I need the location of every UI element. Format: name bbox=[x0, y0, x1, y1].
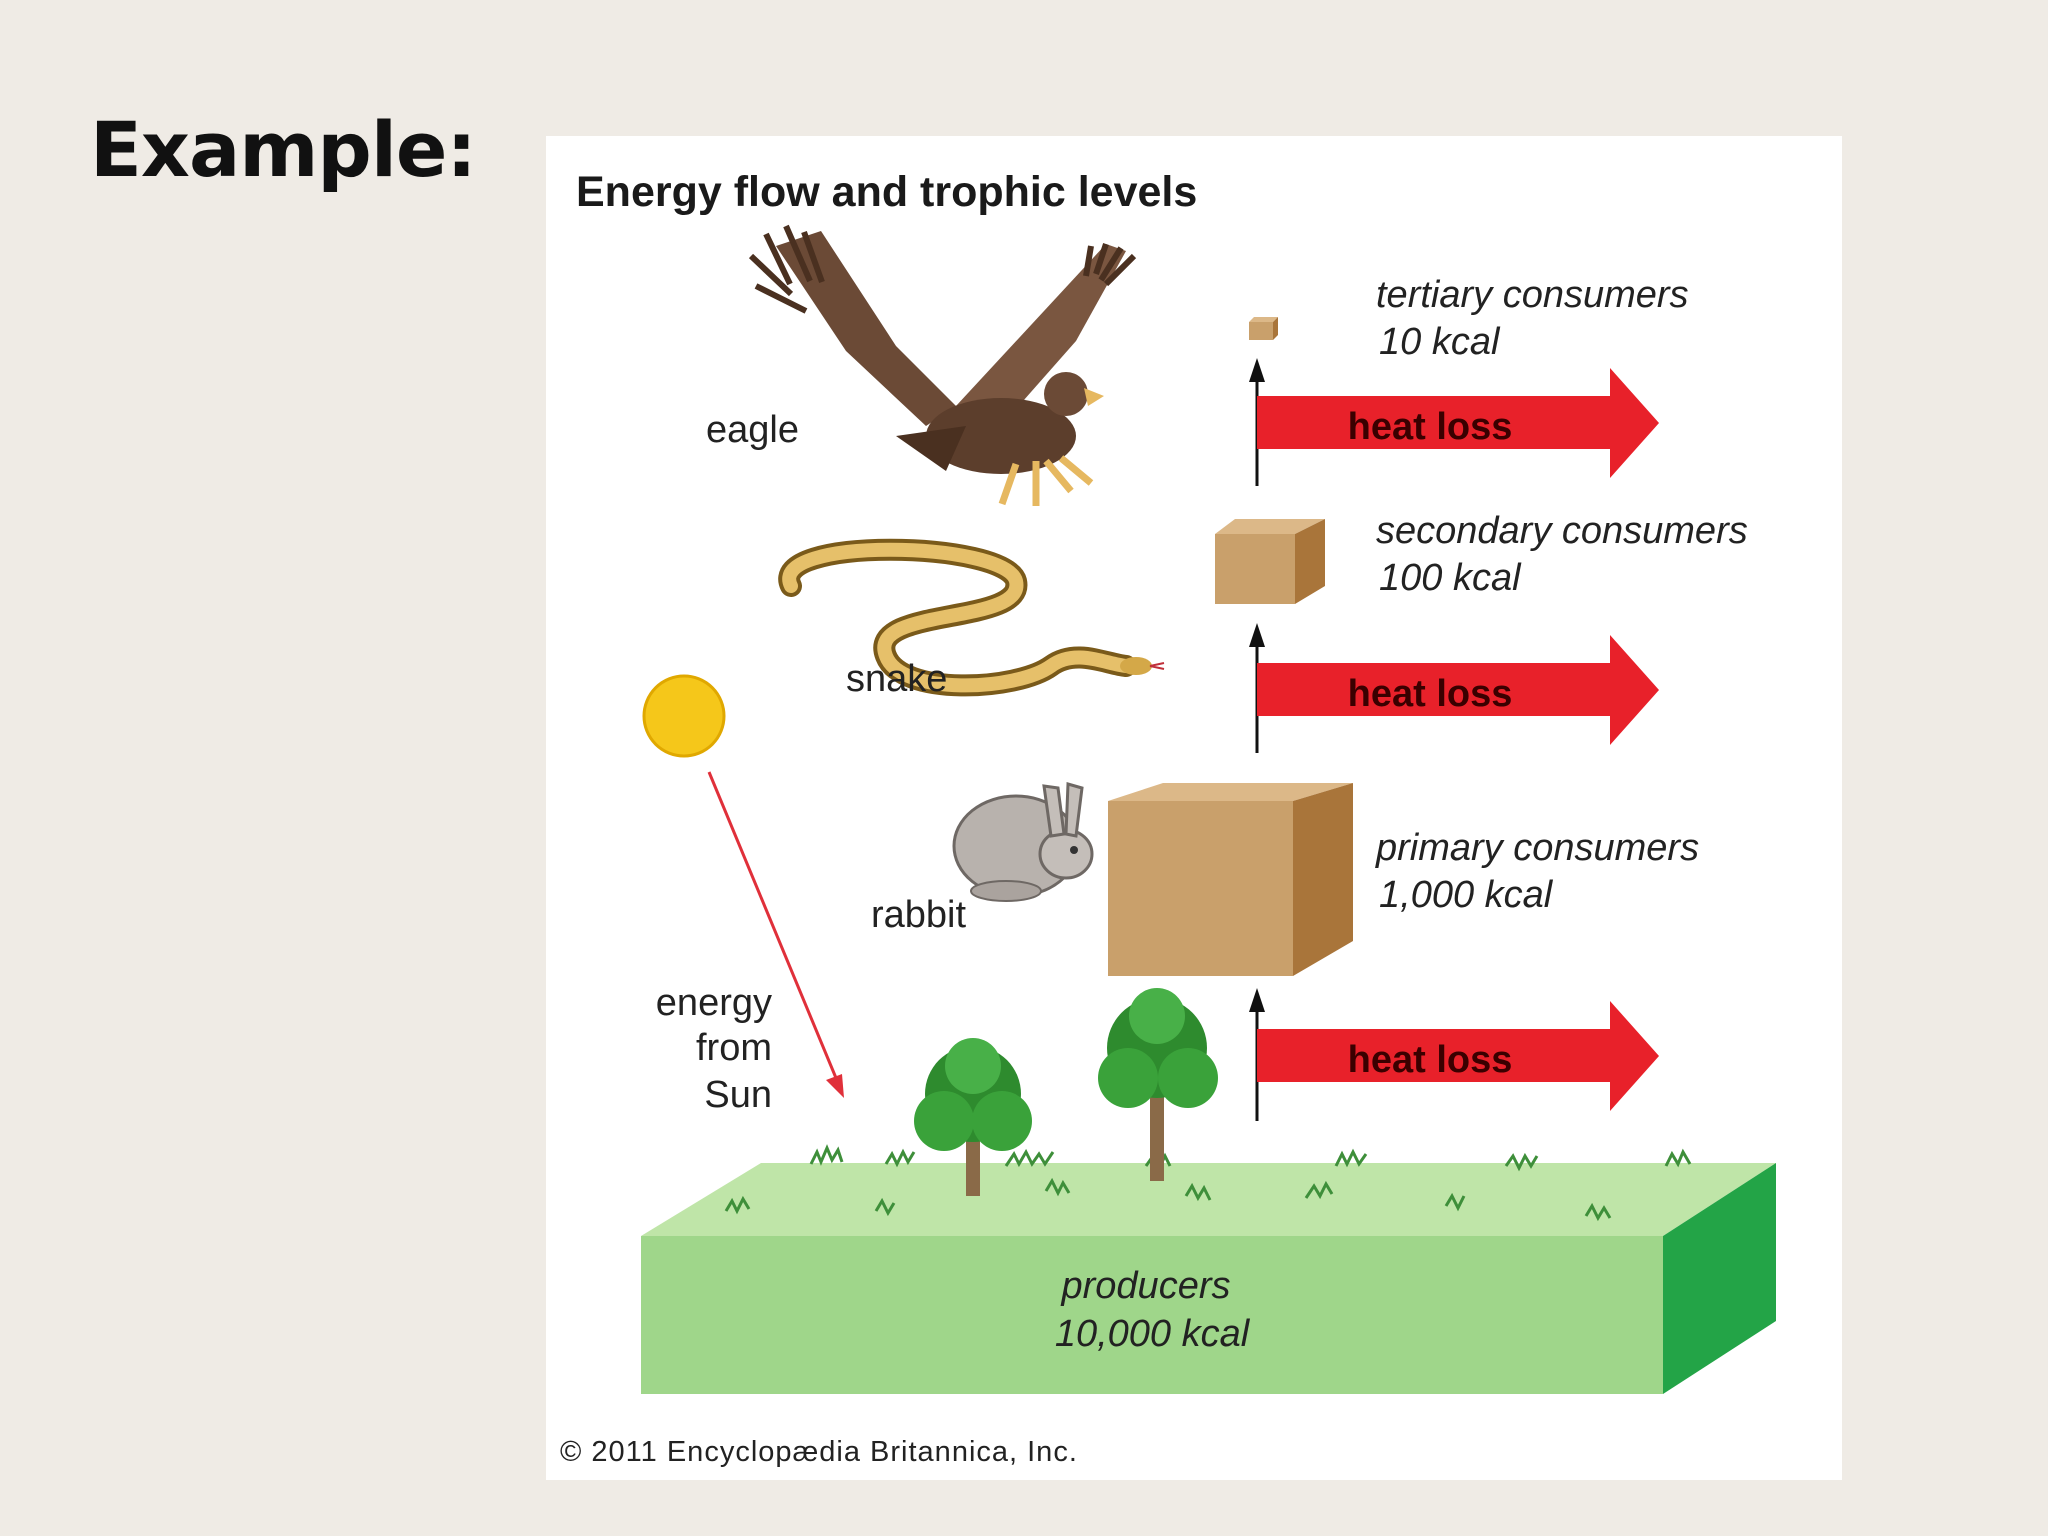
figure-title: Energy flow and trophic levels bbox=[576, 168, 1197, 216]
heat-loss-label: heat loss bbox=[1348, 1039, 1513, 1081]
producers-ground: producers 10,000 kcal bbox=[641, 1144, 1776, 1394]
trophic-diagram: Energy flow and trophic levels producers… bbox=[546, 136, 1842, 1480]
producers-energy: 10,000 kcal bbox=[1055, 1313, 1251, 1355]
producers-label: producers bbox=[1061, 1265, 1231, 1307]
heat-loss-arrow-3: heat loss bbox=[1257, 1001, 1659, 1111]
copyright-notice: © 2011 Encyclopædia Britannica, Inc. bbox=[560, 1436, 1078, 1468]
eagle-icon bbox=[748, 224, 1137, 506]
eagle-label: eagle bbox=[706, 409, 799, 451]
rabbit-icon bbox=[952, 782, 1094, 902]
primary-label: primary consumers bbox=[1375, 827, 1699, 869]
secondary-label: secondary consumers bbox=[1376, 510, 1748, 552]
snake-label: snake bbox=[846, 658, 947, 700]
heat-loss-label: heat loss bbox=[1348, 406, 1513, 448]
tertiary-energy: 10 kcal bbox=[1379, 321, 1501, 363]
ground-front bbox=[641, 1236, 1663, 1394]
sun-energy-arrow bbox=[707, 771, 844, 1098]
primary-energy: 1,000 kcal bbox=[1379, 874, 1554, 916]
cube-primary bbox=[1108, 783, 1353, 976]
sun-label-line3: Sun bbox=[704, 1074, 772, 1116]
sun-icon bbox=[642, 674, 726, 758]
cube-secondary bbox=[1215, 519, 1325, 604]
energy-flow-arrowheads bbox=[1249, 358, 1265, 1012]
sun-label-line2: from bbox=[696, 1027, 772, 1069]
tertiary-label: tertiary consumers bbox=[1376, 274, 1689, 316]
rabbit-label: rabbit bbox=[871, 894, 966, 936]
ground-side bbox=[1663, 1163, 1776, 1394]
tree-left-icon bbox=[914, 1038, 1032, 1196]
heat-loss-arrow-2: heat loss bbox=[1257, 635, 1659, 745]
slide-title: Example: bbox=[90, 105, 477, 194]
heat-loss-label: heat loss bbox=[1348, 673, 1513, 715]
secondary-energy: 100 kcal bbox=[1379, 557, 1522, 599]
tree-right-icon bbox=[1098, 988, 1218, 1181]
cube-tertiary bbox=[1249, 317, 1278, 340]
heat-loss-arrow-1: heat loss bbox=[1257, 368, 1659, 478]
sun-label-line1: energy bbox=[656, 982, 772, 1024]
snake-icon bbox=[778, 538, 1165, 697]
